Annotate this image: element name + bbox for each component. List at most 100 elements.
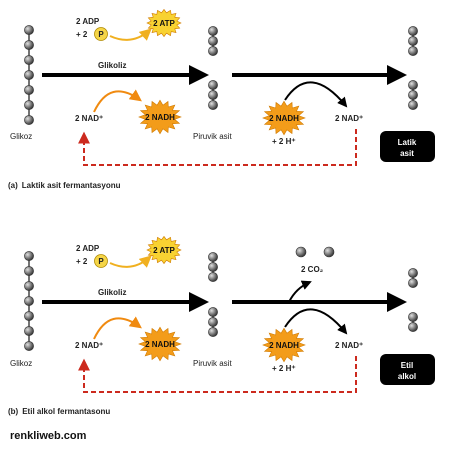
carbon-bead	[408, 322, 418, 332]
atp-arrow	[109, 28, 152, 41]
atp-arrow-b	[109, 255, 152, 268]
nad-recycle-arrow-b	[78, 356, 357, 393]
atp-label-b: 2 ATP	[153, 246, 175, 255]
nadh-left-arrow	[93, 89, 142, 113]
glucose-molecule	[24, 25, 34, 125]
carbon-bead	[208, 272, 218, 282]
co2-label: 2 CO₂	[301, 265, 324, 274]
carbon-bead	[408, 312, 418, 322]
panel-b: 2 ADP + 2 P 2 ATP Glikoliz 2 CO₂ 2 NAD⁺ …	[8, 235, 435, 416]
glycolysis-label: Glikoliz	[98, 61, 126, 70]
ethanol-box	[380, 354, 435, 385]
nadh-right-label-b: 2 NADH	[269, 341, 299, 350]
carbon-bead	[24, 296, 34, 306]
carbon-bead	[408, 26, 418, 36]
starburst-shape	[138, 99, 182, 135]
carbon-bead	[208, 317, 218, 327]
carbon-bead	[408, 268, 418, 278]
nadh-left-label-b: 2 NADH	[145, 340, 175, 349]
nad-left-label: 2 NAD⁺	[75, 114, 103, 123]
carbon-bead	[24, 326, 34, 336]
ethanol-molecule-top	[408, 268, 418, 288]
nadh-left-label: 2 NADH	[145, 113, 175, 122]
lactic-acid-box	[380, 131, 435, 162]
nadh-left-burst-b	[138, 326, 182, 362]
nadh-right-label: 2 NADH	[269, 114, 299, 123]
starburst-shape	[138, 326, 182, 362]
carbon-bead	[208, 262, 218, 272]
carbon-bead	[208, 252, 218, 262]
glucose-molecule-b	[24, 251, 34, 351]
carbon-bead	[408, 46, 418, 56]
carbon-bead	[408, 278, 418, 288]
plus-phosphate-label: + 2	[76, 30, 88, 39]
nad-right-label-b: 2 NAD⁺	[335, 341, 363, 350]
nad-recycle-arrow	[78, 129, 357, 166]
lactic-acid-label-2: asit	[400, 149, 414, 158]
pyruvate-label: Piruvik asit	[193, 132, 232, 141]
glycolysis-label-b: Glikoliz	[98, 288, 126, 297]
carbon-bead	[24, 25, 34, 35]
carbon-bead	[24, 55, 34, 65]
starburst-shape	[146, 235, 182, 265]
pyruvate-label-b: Piruvik asit	[193, 359, 232, 368]
carbon-bead	[24, 115, 34, 125]
lactic-acid-molecule-bottom	[408, 80, 418, 110]
caption-b-text: Etil alkol fermantasonu	[22, 407, 110, 416]
caption-a-text: Laktik asit fermantasyonu	[22, 181, 121, 190]
nadh-right-burst	[262, 100, 306, 136]
caption-a-letter: (a)	[8, 181, 18, 190]
carbon-bead	[24, 40, 34, 50]
h-plus-label-b: + 2 H⁺	[272, 364, 296, 373]
caption-a: (a) Laktik asit fermantasyonu	[8, 181, 121, 190]
carbon-bead	[208, 80, 218, 90]
phosphate-symbol: P	[98, 30, 104, 39]
lactic-acid-label-1: Latik	[398, 138, 417, 147]
carbon-bead	[208, 327, 218, 337]
carbon-bead	[24, 341, 34, 351]
carbon-bead	[208, 100, 218, 110]
glucose-label: Glikoz	[10, 132, 32, 141]
carbon-bead	[408, 100, 418, 110]
phosphate-icon	[94, 27, 108, 41]
adp-label: 2 ADP	[76, 17, 100, 26]
nad-regeneration-arrow-b	[284, 308, 348, 335]
carbon-bead	[24, 251, 34, 261]
carbon-bead	[24, 100, 34, 110]
plus-phosphate-label-b: + 2	[76, 257, 88, 266]
watermark: renkliweb.com	[10, 430, 87, 442]
atp-burst	[146, 8, 182, 38]
carbon-bead	[408, 80, 418, 90]
phosphate-icon-b	[94, 254, 108, 268]
glucose-label-b: Glikoz	[10, 359, 32, 368]
carbon-bead	[208, 307, 218, 317]
h-plus-label: + 2 H⁺	[272, 137, 296, 146]
carbon-bead	[408, 36, 418, 46]
co2-release-arrow	[288, 280, 312, 303]
carbon-bead	[208, 46, 218, 56]
nadh-left-burst	[138, 99, 182, 135]
nad-left-label-b: 2 NAD⁺	[75, 341, 103, 350]
caption-b-letter: (b)	[8, 407, 19, 416]
pyruvate-molecule-top-b	[208, 252, 218, 282]
nad-regeneration-arrow	[284, 81, 348, 108]
co2-molecule-left	[295, 246, 307, 258]
phosphate-symbol-b: P	[98, 257, 104, 266]
carbon-bead	[24, 311, 34, 321]
caption-b: (b)Etil alkol fermantasonu	[8, 407, 110, 416]
co2-molecule-right	[323, 246, 335, 258]
atp-label: 2 ATP	[153, 19, 175, 28]
carbon-bead	[24, 70, 34, 80]
ethanol-label-1: Etil	[401, 361, 413, 370]
panel-a: 2 ADP + 2 P 2 ATP Glikoliz 2 NAD⁺ 2 NADH…	[8, 8, 435, 190]
carbon-bead	[24, 281, 34, 291]
nadh-left-arrow-b	[93, 316, 142, 340]
carbon-bead	[408, 90, 418, 100]
pyruvate-molecule-bottom	[208, 80, 218, 110]
starburst-shape	[262, 327, 306, 363]
carbon-bead	[208, 26, 218, 36]
nad-right-label: 2 NAD⁺	[335, 114, 363, 123]
starburst-shape	[262, 100, 306, 136]
carbon-bead	[24, 266, 34, 276]
pyruvate-molecule-top	[208, 26, 218, 56]
